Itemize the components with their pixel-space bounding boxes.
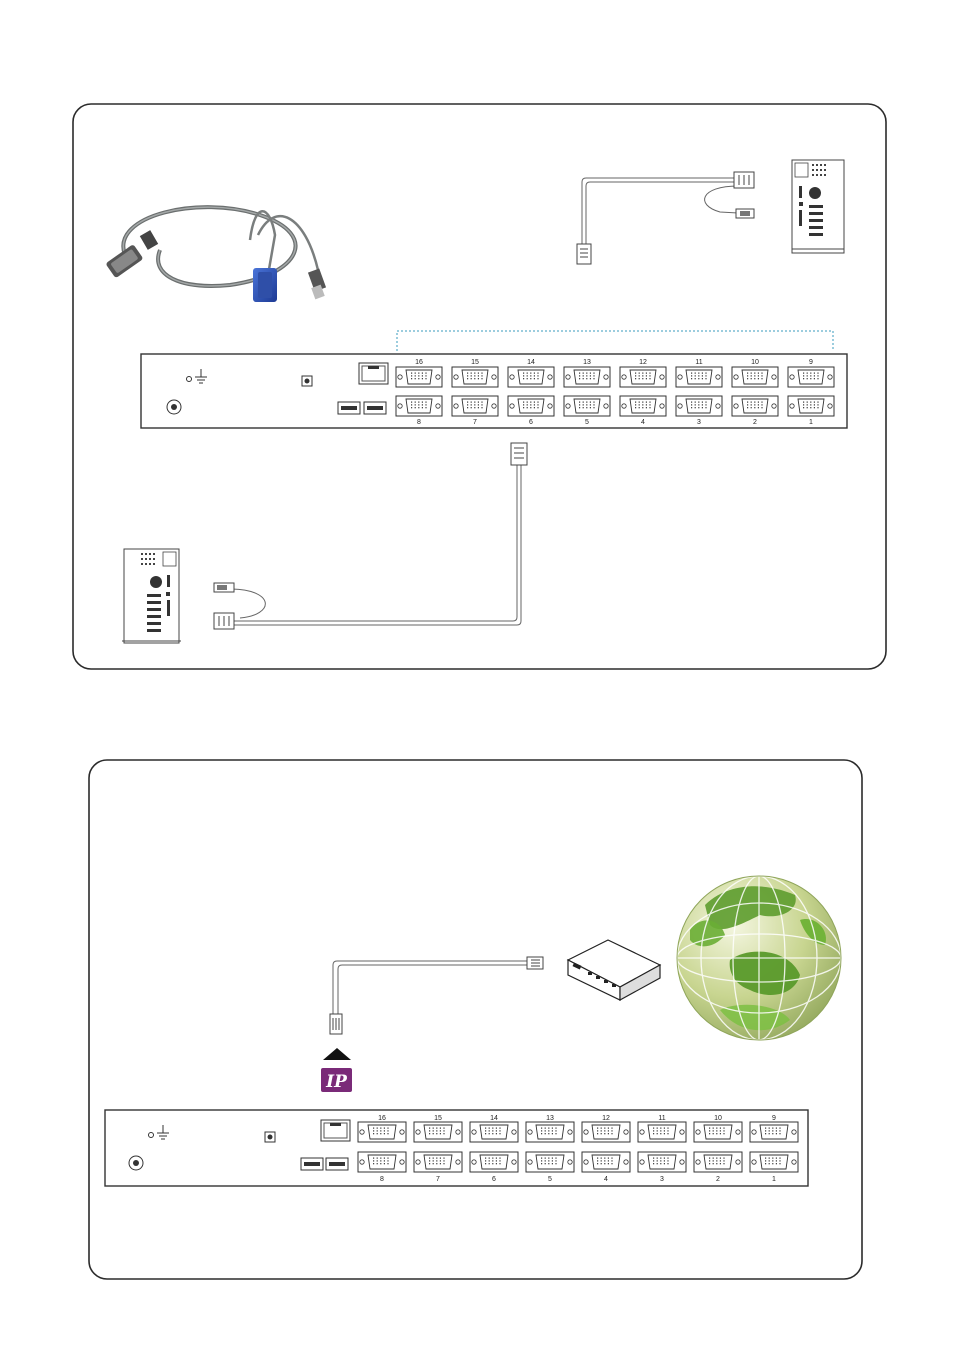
port-number-label: 15 <box>471 359 479 366</box>
console-cable-icon <box>582 178 738 245</box>
vga-plug-icon <box>734 172 754 188</box>
port-number-label: 13 <box>546 1115 554 1122</box>
port-number-label: 14 <box>527 359 535 366</box>
up-arrow-icon <box>323 1048 351 1060</box>
port-number-label: 13 <box>583 359 591 366</box>
port-number-label: 16 <box>378 1115 386 1122</box>
rj45-plug-icon <box>330 1014 342 1034</box>
port-number-label: 3 <box>660 1176 664 1183</box>
computer-tower-icon <box>122 549 181 643</box>
usb-plug-icon <box>736 209 754 218</box>
port-number-label: 8 <box>417 419 421 426</box>
port-number-label: 9 <box>809 359 813 366</box>
port-number-label: 7 <box>473 419 477 426</box>
ip-badge: IP <box>321 1068 352 1092</box>
port-number-label: 4 <box>604 1176 608 1183</box>
port-number-label: 16 <box>415 359 423 366</box>
computer-cable-icon <box>232 465 521 625</box>
port-number-label: 15 <box>434 1115 442 1122</box>
ip-badge-label: IP <box>325 1072 348 1092</box>
port-number-label: 6 <box>529 419 533 426</box>
port-number-label: 11 <box>695 359 702 366</box>
port-number-label: 14 <box>490 1115 498 1122</box>
port-number-label: 1 <box>809 419 813 426</box>
kvm-switch-rear-panel-2: 16 15 14 13 12 11 10 9 8 7 6 5 4 3 2 1 <box>105 1110 808 1186</box>
port-number-label: 6 <box>492 1176 496 1183</box>
globe-icon <box>677 876 841 1040</box>
port-number-label: 7 <box>436 1176 440 1183</box>
vga-plug-icon <box>577 244 591 264</box>
vga-plug-icon <box>214 613 234 629</box>
port-number-label: 12 <box>639 359 647 366</box>
kvm-cable-icon <box>105 207 326 302</box>
port-number-label: 1 <box>772 1176 776 1183</box>
port-number-label: 12 <box>602 1115 610 1122</box>
port-number-label: 8 <box>380 1176 384 1183</box>
port-number-label: 5 <box>548 1176 552 1183</box>
port-number-label: 5 <box>585 419 589 426</box>
port-number-label: 9 <box>772 1115 776 1122</box>
port-number-label: 2 <box>753 419 757 426</box>
vga-plug-icon <box>511 443 527 465</box>
kvm-switch-rear-panel-1: 16 15 14 13 12 11 10 9 8 7 6 5 4 3 2 1 <box>141 354 847 428</box>
port-group-bracket <box>397 331 833 351</box>
port-number-label: 3 <box>697 419 701 426</box>
port-number-label: 10 <box>714 1115 722 1122</box>
port-number-label: 4 <box>641 419 645 426</box>
network-cable-icon <box>333 961 528 1015</box>
computer-tower-icon <box>792 160 844 253</box>
rj45-plug-icon <box>527 957 543 969</box>
usb-plug-icon <box>214 583 234 592</box>
port-number-label: 2 <box>716 1176 720 1183</box>
network-router-icon <box>568 940 660 1000</box>
port-number-label: 11 <box>658 1115 665 1122</box>
port-number-label: 10 <box>751 359 759 366</box>
